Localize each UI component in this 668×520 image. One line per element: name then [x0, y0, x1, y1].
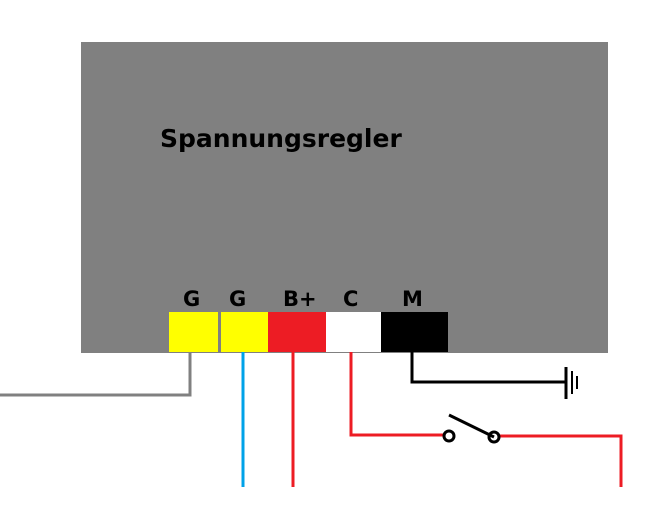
- wire-c-red: [349, 352, 445, 437]
- terminal-label-c: C: [343, 287, 358, 311]
- terminal-label-g1: G: [183, 287, 200, 311]
- terminal-label-m: M: [402, 287, 423, 311]
- regulator-body: [81, 42, 608, 353]
- ground-icon: [564, 367, 578, 399]
- terminal-label-bplus: B+: [283, 287, 317, 311]
- regulator-title: Spannungsregler: [160, 124, 402, 153]
- terminal-label-g2: G: [229, 287, 246, 311]
- terminal-g2: [221, 312, 268, 352]
- wire-g-gray: [0, 352, 192, 397]
- wire-m-black: [410, 352, 566, 384]
- terminal-c: [326, 312, 381, 352]
- terminal-g1: [169, 312, 218, 352]
- wire-c-red-return: [499, 434, 623, 487]
- terminal-m: [381, 312, 448, 352]
- terminal-bplus: [268, 312, 326, 352]
- switch-icon: [442, 413, 501, 444]
